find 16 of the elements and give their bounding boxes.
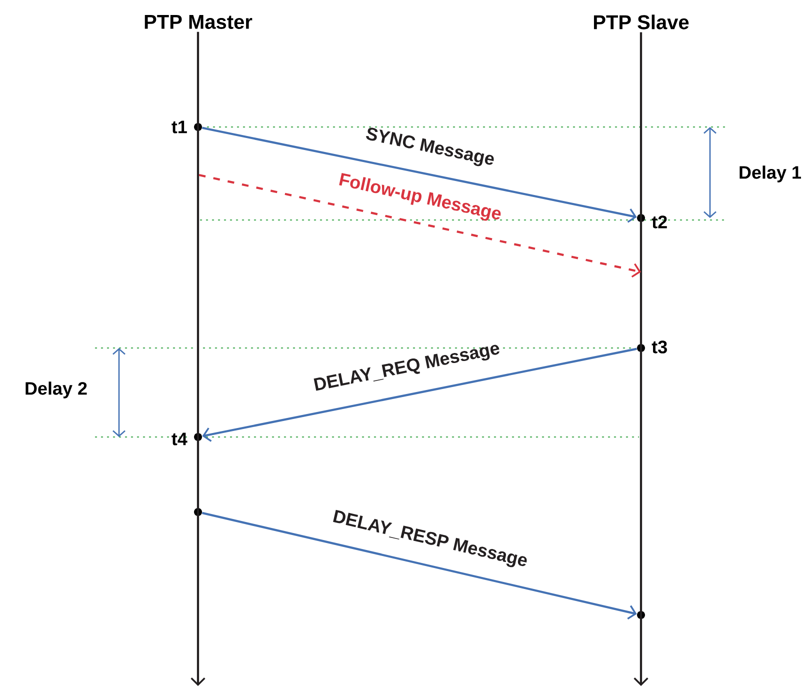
time-label: t4 <box>172 432 188 446</box>
event-dot <box>637 611 645 619</box>
lifeline-header: PTP Master <box>144 15 252 29</box>
time-label: t3 <box>652 340 667 354</box>
lifeline-arrow <box>634 32 648 686</box>
message-arrow <box>202 512 637 620</box>
delay-label: Delay 2 <box>26 382 87 398</box>
time-label: t2 <box>652 216 667 228</box>
lifeline-header: PTP Slave <box>594 14 689 30</box>
delay-label: Delay 1 <box>740 166 801 182</box>
time-label: t1 <box>172 120 187 134</box>
message-arrow <box>202 348 638 442</box>
lifeline-arrow <box>190 32 206 686</box>
event-dot <box>194 508 202 516</box>
message-arrow <box>202 126 637 223</box>
message-label: SYNC Message <box>366 128 494 166</box>
